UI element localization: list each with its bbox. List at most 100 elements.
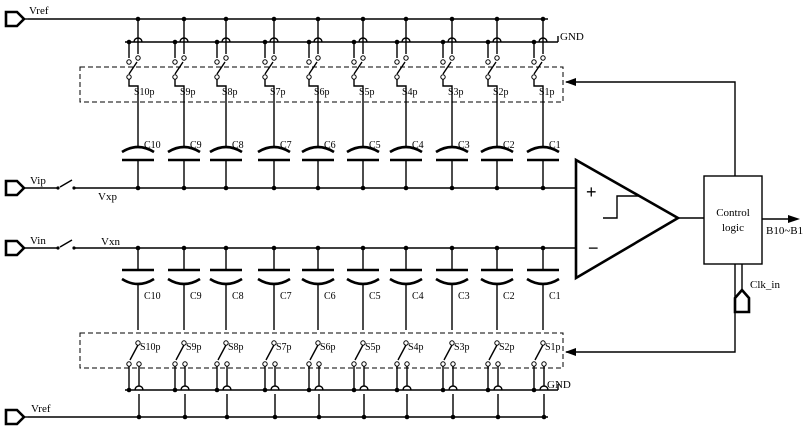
switch-blade-top [216, 61, 226, 75]
junction-dot [271, 185, 277, 191]
junction-dot [214, 387, 220, 393]
control-logic-label-2: logic [722, 222, 744, 234]
junction-dot [181, 185, 187, 191]
junction-dot [126, 39, 132, 45]
switch-blade-bottom [265, 344, 275, 361]
switch-label-bottom: S9p [186, 342, 202, 353]
capacitor-plate-curved [435, 145, 469, 154]
switch-contact [262, 361, 268, 367]
capacitor-label-bottom: C9 [190, 291, 202, 302]
vref-top-label: Vref [29, 5, 49, 17]
capacitor-plate-curved [346, 145, 380, 154]
switch-contact [182, 361, 188, 367]
switch-contact [136, 361, 142, 367]
vxp-label: Vxp [98, 191, 117, 203]
switch-blade-bottom [534, 344, 544, 361]
junction-dot [440, 387, 446, 393]
switch-to-cap-top [533, 79, 544, 124]
junction-dot [531, 387, 537, 393]
switch-to-cap-top [264, 79, 275, 124]
vip-label: Vip [30, 175, 46, 187]
capacitor-plate-curved [480, 277, 514, 286]
capacitor-plate-curved [301, 145, 335, 154]
capacitor-label-bottom: C4 [412, 291, 424, 302]
switch-contact [262, 59, 268, 65]
switch-contact [531, 361, 537, 367]
junction-dot [262, 39, 268, 45]
switch-contact [351, 59, 357, 65]
switch-contact [172, 59, 178, 65]
switch-contact [135, 55, 141, 61]
switch-blade-top [442, 61, 452, 75]
switch-pivot [485, 74, 491, 80]
vin-sample-switch [59, 239, 73, 248]
capacitor-label-top: C4 [412, 140, 424, 151]
switch-contact [540, 55, 546, 61]
switch-to-cap-top [174, 79, 185, 124]
capacitor-plate-curved [435, 277, 469, 286]
capacitor-plate-curved [480, 145, 514, 154]
output-arrow [788, 215, 800, 223]
switch-contact [181, 55, 187, 61]
switch-contact [361, 361, 367, 367]
vref-bottom-terminal [4, 408, 26, 426]
switch-label-top: S2p [493, 87, 509, 98]
switch-contact [126, 361, 132, 367]
capacitor-plate-curved [346, 277, 380, 286]
junction-dot [394, 387, 400, 393]
comparator: + − [574, 157, 681, 281]
wire-hop [270, 385, 280, 391]
switch-blade-top [264, 61, 274, 75]
switch-pivot [440, 74, 446, 80]
switch-contact [485, 361, 491, 367]
switch-contact [271, 55, 277, 61]
capacitor-label-bottom: C2 [503, 291, 515, 302]
switch-contact [351, 361, 357, 367]
comparator-hysteresis-symbol [603, 195, 640, 219]
junction-dot [404, 414, 410, 420]
switch-label-bottom: S2p [499, 342, 515, 353]
comparator-plus: + [586, 182, 597, 202]
switch-label-top: S1p [539, 87, 555, 98]
top-rails [28, 18, 559, 43]
bottom-switch-bank-box [79, 332, 564, 369]
control-logic-block [703, 175, 763, 265]
switch-label-top: S5p [359, 87, 375, 98]
switch-contact [316, 361, 322, 367]
switch-contact [315, 55, 321, 61]
capacitor-label-bottom: C10 [144, 291, 161, 302]
switch-label-bottom: S4p [408, 342, 424, 353]
vxn-label: Vxn [101, 236, 120, 248]
wire-hop [221, 37, 231, 43]
vref-bottom-label: Vref [31, 403, 51, 415]
capacitor-plate-curved [301, 277, 335, 286]
wire-hop [401, 37, 411, 43]
junction-dot [172, 39, 178, 45]
switch-pivot [531, 74, 537, 80]
switch-label-top: S9p [180, 87, 196, 98]
junction-dot [485, 387, 491, 393]
wire-hop [402, 385, 412, 391]
feedback-bottom-wire [566, 264, 736, 353]
junction-dot [351, 39, 357, 45]
switch-blade-top [396, 61, 406, 75]
switch-to-cap-top [487, 79, 498, 124]
capacitor-plate-curved [209, 145, 243, 154]
vip-sample-switch [59, 179, 73, 188]
switch-to-cap-top [396, 79, 407, 124]
switch-blade-bottom [397, 344, 407, 361]
switch-blade-top [308, 61, 318, 75]
wire-hop [448, 385, 458, 391]
top-switch-bank-box [79, 66, 564, 103]
wire-hop [539, 385, 549, 391]
feedback-top-wire [566, 81, 736, 176]
switch-label-bottom: S5p [365, 342, 381, 353]
switch-contact [360, 55, 366, 61]
switch-contact [214, 59, 220, 65]
switch-pivot [262, 74, 268, 80]
switch-contact [394, 59, 400, 65]
switch-label-bottom: S10p [140, 342, 161, 353]
switch-contact [223, 55, 229, 61]
switch-pivot [394, 74, 400, 80]
